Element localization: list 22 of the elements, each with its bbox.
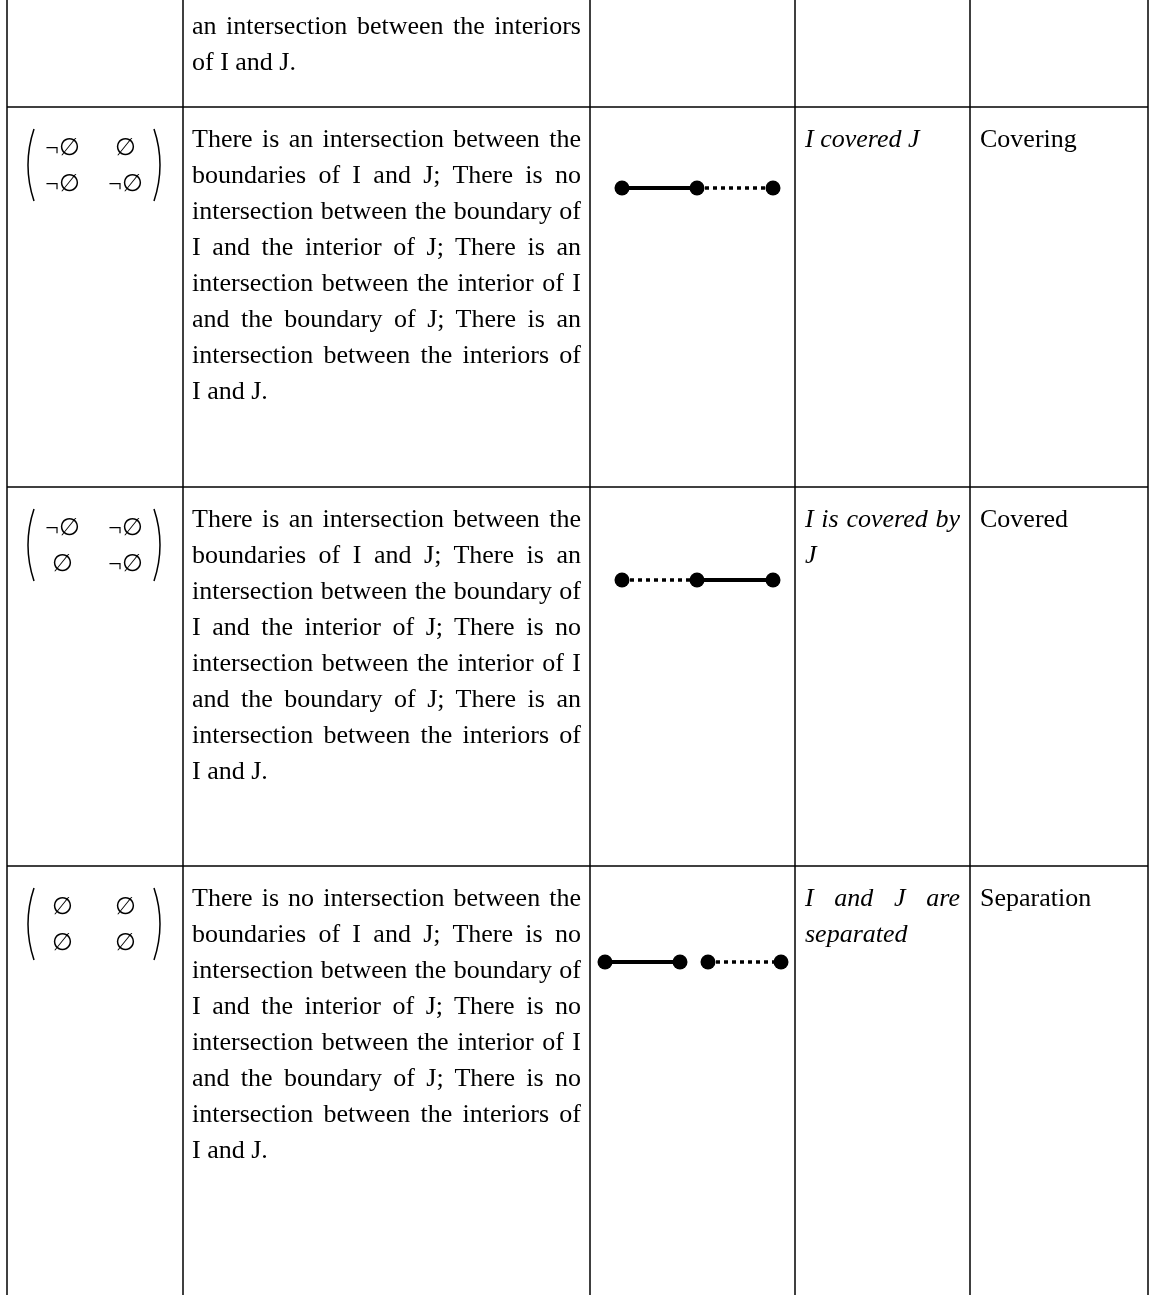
- description-text: There is an intersection between the boundaries of I and J; There is an intersection between the boundary of I and the interior of J; There is no intersection between the interior of I and the boundary of J; There is an intersection between the interiors of I and J.: [191, 503, 582, 787]
- matrix-entry: ∅: [114, 928, 137, 957]
- relation-text: I covered J: [804, 123, 922, 155]
- matrix-entry: ¬∅: [44, 513, 81, 542]
- matrix-entry: ∅: [51, 549, 74, 578]
- relation-name: Covered: [979, 503, 1070, 535]
- relation-text: I is covered by J: [804, 503, 961, 571]
- matrix-entry: ¬∅: [107, 169, 144, 198]
- description-text: There is an intersection between the boundaries of I and J; There is no intersection between the boundary of I and the interior of J; There is an intersection between the interior of I and the boundary of J; There is an intersection between the interiors of I and J.: [191, 123, 582, 407]
- matrix-entry: ¬∅: [44, 133, 81, 162]
- relation-name: Covering: [979, 123, 1078, 155]
- matrix-entry: ∅: [51, 928, 74, 957]
- matrix-entry: ¬∅: [44, 169, 81, 198]
- relation-name: Separation: [979, 882, 1093, 914]
- matrix-entry: ∅: [51, 892, 74, 921]
- matrix-entry: ∅: [114, 133, 137, 162]
- description-text: an intersection between the interiors of I and J.: [191, 10, 582, 78]
- matrix-entry: ¬∅: [107, 513, 144, 542]
- description-text: There is no intersection between the boundaries of I and J; There is no intersection between the boundary of I and the interior of J; There is no intersection between the interior of I and the boundary of J; There is no intersection between the interiors of I and J.: [191, 882, 582, 1166]
- matrix-entry: ∅: [114, 892, 137, 921]
- relation-text: I and J are separated: [804, 882, 961, 950]
- matrix-entry: ¬∅: [107, 549, 144, 578]
